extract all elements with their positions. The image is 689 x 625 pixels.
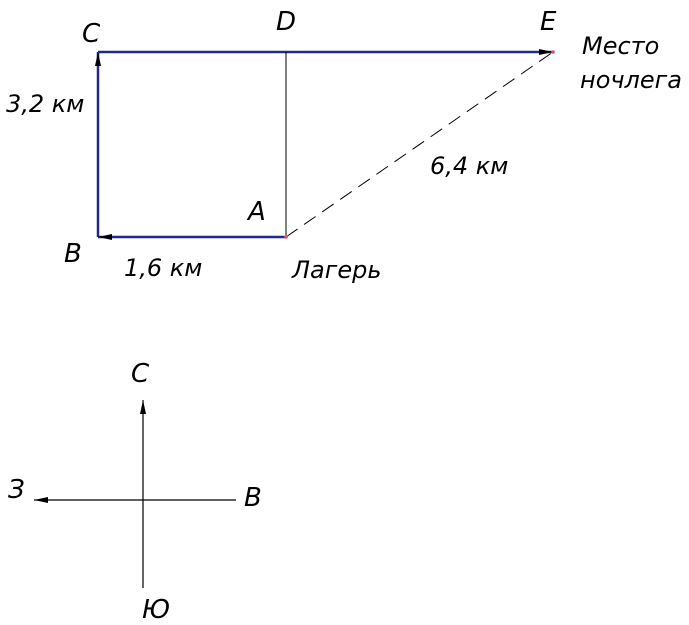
lodging-label-line1: Место xyxy=(582,32,659,60)
point-e-marker xyxy=(551,50,555,54)
point-a-marker xyxy=(284,235,288,239)
distance-label-bc: 3,2 км xyxy=(6,90,84,118)
compass-east-label: В xyxy=(244,483,262,513)
point-label-e: E xyxy=(540,7,557,37)
compass: С Ю В З xyxy=(8,359,262,625)
compass-north-label: С xyxy=(131,359,150,389)
point-label-d: D xyxy=(276,7,296,37)
camp-label: Лагерь xyxy=(291,256,382,284)
distance-label-ab: 1,6 км xyxy=(124,254,202,282)
distance-label-ae: 6,4 км xyxy=(430,152,508,180)
point-label-a: A xyxy=(246,197,266,227)
compass-west-label: З xyxy=(8,475,25,505)
compass-south-label: Ю xyxy=(142,595,170,625)
segment-ae-dashed xyxy=(285,51,554,238)
point-label-c: C xyxy=(82,19,101,49)
point-label-b: B xyxy=(64,239,82,269)
lodging-label-line2: ночлега xyxy=(580,66,682,94)
